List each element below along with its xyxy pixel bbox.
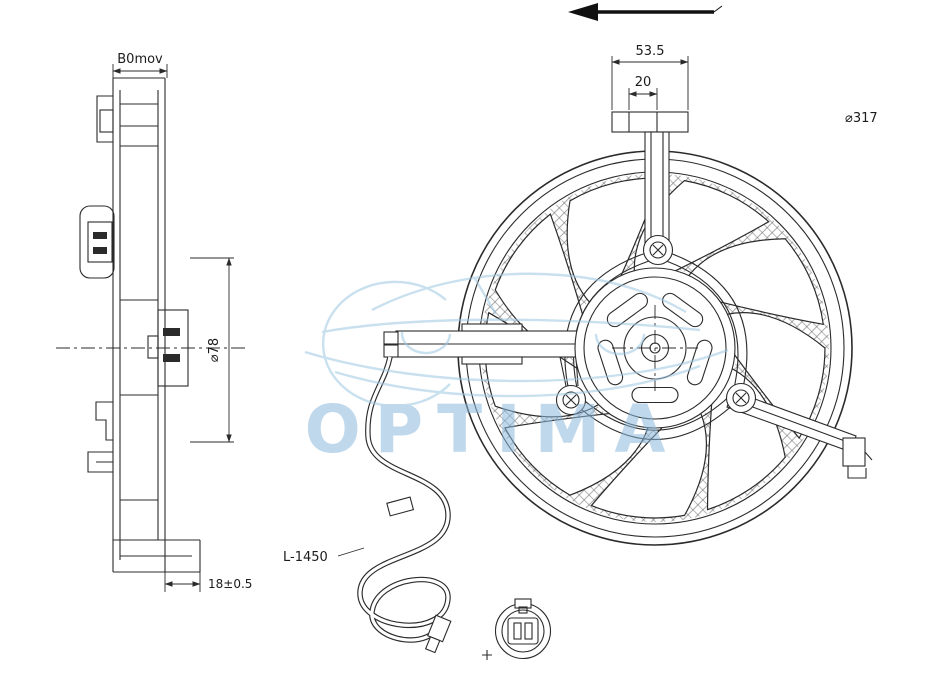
- watermark: OPTIMA: [304, 272, 729, 468]
- dim-fan-diameter: ⌀317: [845, 111, 878, 126]
- dim-shroud-tab-width: 53.5: [636, 44, 665, 59]
- right-support-arm: [726, 390, 873, 479]
- cable-tie: [386, 496, 415, 517]
- front-dimensions: 53.5 20 ⌀317: [611, 44, 878, 126]
- cable-connector: [424, 614, 452, 654]
- dim-side-top-width: B0mov: [117, 52, 163, 67]
- side-view: [56, 77, 248, 573]
- cable-coil: L-1450: [283, 356, 452, 654]
- arrow-head: [568, 3, 598, 21]
- top-bracket: [611, 111, 689, 255]
- direction-arrow: [568, 3, 723, 21]
- boss-lower-right: [725, 382, 757, 414]
- side-dimensions: B0mov ⌀78 18±0.5: [112, 52, 252, 592]
- cable-length-label: L-1450: [283, 550, 328, 565]
- dim-bracket-width: 20: [635, 75, 652, 90]
- dim-foot-depth: 18±0.5: [208, 577, 252, 591]
- front-view: [383, 111, 873, 546]
- mounting-bosses: [555, 234, 757, 416]
- dim-hub-diameter: ⌀78: [207, 338, 222, 362]
- watermark-text: OPTIMA: [305, 391, 680, 468]
- watermark-car-sketch: [304, 272, 729, 408]
- plug-detail: [482, 598, 552, 660]
- side-motor-bump: [79, 205, 115, 279]
- plug-polarity-mark: [482, 650, 492, 660]
- boss-top: [642, 234, 674, 266]
